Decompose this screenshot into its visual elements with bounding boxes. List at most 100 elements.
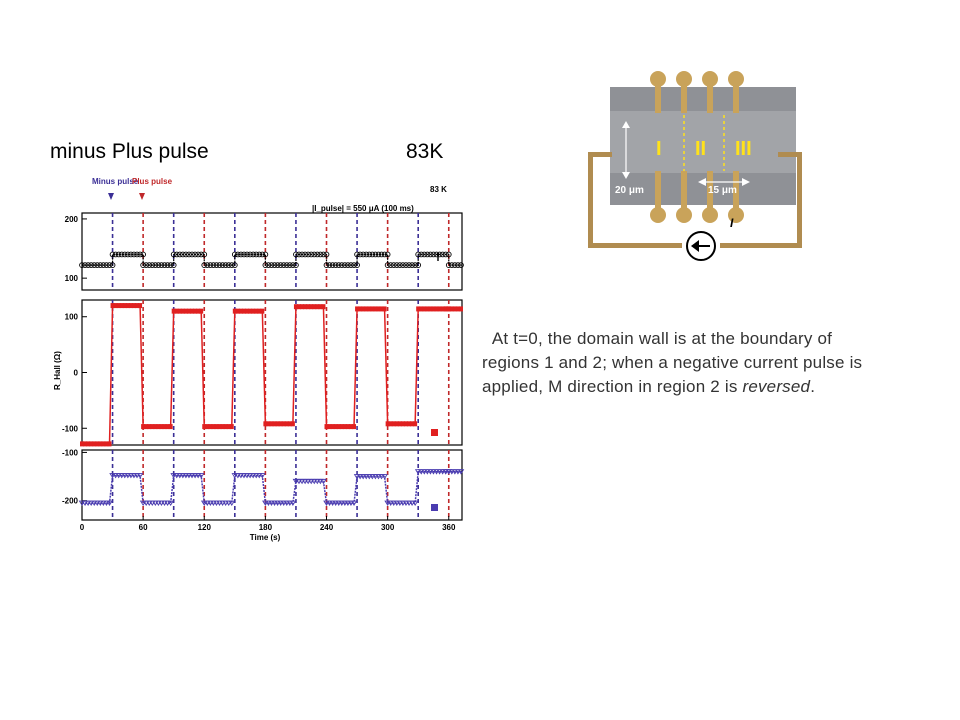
data-point <box>214 424 219 430</box>
data-point <box>229 424 234 430</box>
data-point <box>250 251 257 258</box>
data-point <box>367 306 372 312</box>
data-point <box>433 469 440 475</box>
data-point <box>122 303 127 309</box>
data-point <box>186 251 192 258</box>
data-point <box>162 424 167 430</box>
region-label-3: III <box>735 138 752 160</box>
data-point <box>382 306 387 312</box>
data-point <box>197 473 205 479</box>
data-point <box>155 262 162 268</box>
data-point <box>370 306 375 312</box>
data-point <box>231 473 239 479</box>
data-point <box>403 421 408 427</box>
data-point <box>289 500 297 506</box>
data-point <box>424 251 431 258</box>
width-label-15um: 15 μm <box>708 185 737 196</box>
data-point <box>262 500 269 506</box>
data-point <box>116 303 121 309</box>
data-point <box>412 262 418 268</box>
data-point <box>152 500 159 506</box>
data-point <box>153 424 158 430</box>
data-point <box>100 262 107 268</box>
data-point <box>436 251 443 258</box>
data-point <box>387 500 394 506</box>
data-point <box>310 478 318 485</box>
data-point <box>211 424 216 430</box>
data-point <box>427 251 434 258</box>
data-point <box>451 469 459 475</box>
data-point <box>173 251 180 258</box>
caption-end: . <box>810 377 816 396</box>
data-point <box>183 308 188 314</box>
data-point <box>375 474 382 480</box>
side-lead-left <box>588 152 612 157</box>
data-point <box>235 251 241 258</box>
data-point <box>362 474 370 480</box>
data-point <box>300 304 305 310</box>
data-point <box>225 262 232 268</box>
data-point <box>354 262 360 268</box>
data-point <box>385 421 390 427</box>
data-point <box>379 306 384 312</box>
data-point <box>121 473 129 479</box>
data-point <box>146 262 153 268</box>
data-point <box>170 262 177 268</box>
data-point <box>372 474 379 480</box>
data-point <box>431 306 436 312</box>
data-point <box>405 500 413 506</box>
data-point <box>199 308 204 314</box>
data-point <box>332 500 339 506</box>
data-point <box>109 473 116 479</box>
data-point <box>421 251 428 258</box>
data-point <box>140 262 146 268</box>
data-point <box>445 469 453 475</box>
data-point <box>415 262 422 268</box>
y-tick-label: 100 <box>65 274 79 283</box>
annotation-minus-pulse: Minus pulse <box>92 177 139 186</box>
data-point <box>91 262 98 268</box>
data-point <box>263 421 268 427</box>
data-point <box>345 424 350 430</box>
annotation-pulse-current: |I_pulse| = 550 μA (100 ms) <box>312 204 414 213</box>
data-point <box>133 473 141 479</box>
data-point <box>287 421 292 427</box>
data-point <box>107 441 112 447</box>
data-point <box>193 308 198 314</box>
data-point <box>121 251 128 258</box>
data-point <box>372 251 379 258</box>
data-point <box>164 262 171 268</box>
data-point <box>292 478 300 485</box>
caption-emphasis: reversed <box>742 377 811 396</box>
data-point <box>443 306 448 312</box>
data-point <box>231 262 238 268</box>
data-point <box>128 303 133 309</box>
data-point <box>94 262 101 268</box>
data-point <box>202 424 207 430</box>
data-point <box>112 251 119 258</box>
data-point <box>161 262 168 268</box>
data-point <box>449 306 454 312</box>
data-point <box>274 262 281 268</box>
data-point <box>452 306 457 312</box>
data-point <box>138 303 143 309</box>
data-point <box>150 424 155 430</box>
data-point <box>246 473 254 479</box>
data-point <box>338 262 345 268</box>
data-point <box>179 473 187 479</box>
data-point <box>210 500 217 506</box>
data-point <box>271 262 278 268</box>
data-point <box>278 421 283 427</box>
data-point <box>358 306 363 312</box>
data-point <box>156 424 161 430</box>
data-point <box>213 262 220 268</box>
data-point <box>341 500 349 506</box>
data-point <box>216 500 223 506</box>
data-point <box>381 251 388 258</box>
data-point <box>424 469 431 475</box>
data-point <box>78 500 86 506</box>
data-point <box>170 473 178 479</box>
data-point <box>255 473 263 479</box>
data-point <box>210 262 217 268</box>
